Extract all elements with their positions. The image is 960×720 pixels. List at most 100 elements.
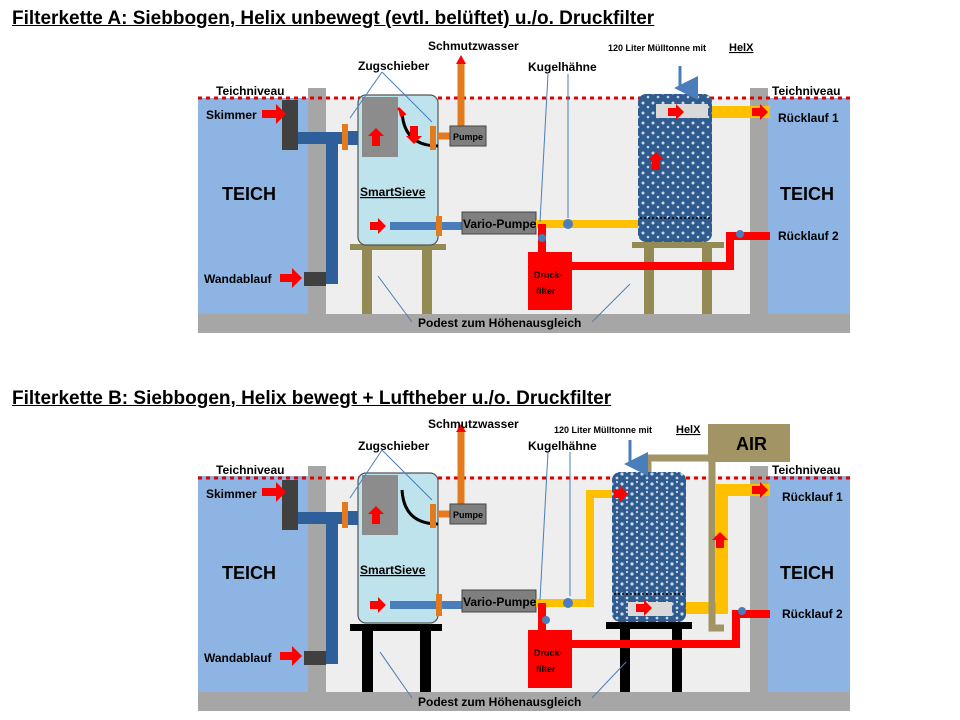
label-druckfilter-a2: filter xyxy=(536,286,556,296)
flow-arrow-ruecklauf-b xyxy=(752,482,768,498)
airlift-pipe-b xyxy=(708,462,724,632)
panel-a: Teichniveau Teichniveau Skimmer TEICH TE… xyxy=(198,39,850,333)
dirty-water-arrow-b xyxy=(456,424,466,432)
label-teich-left-a: TEICH xyxy=(222,184,276,204)
ball-valve-a2 xyxy=(538,234,546,242)
flow-arrow-sieve-out-a xyxy=(370,218,386,234)
label-druckfilter-b1: Druck- xyxy=(534,648,563,658)
stand-leg-b3 xyxy=(620,629,630,692)
flow-arrow-tonne-up-a xyxy=(648,152,664,170)
stand-top-left-a xyxy=(350,244,446,250)
label-zugschieber-b: Zugschieber xyxy=(358,439,430,453)
flow-arrow-wandablauf-b xyxy=(280,646,302,666)
title-filter-chain-a: Filterkette A: Siebbogen, Helix unbewegt… xyxy=(12,8,655,29)
intake-pipe-b xyxy=(298,512,348,664)
pointer-podest-b1 xyxy=(379,651,413,699)
label-wandablauf-b: Wandablauf xyxy=(204,651,273,665)
label-teichniveau-right-a: Teichniveau xyxy=(772,84,840,98)
skimmer-block-b xyxy=(282,480,298,530)
wandablauf-block-b xyxy=(304,651,326,665)
label-ruecklauf2-b: Rücklauf 2 xyxy=(782,607,843,621)
stand-leg-b2 xyxy=(420,631,431,692)
flow-arrow-sieve-down-a xyxy=(406,126,422,144)
flow-arrow-tonne-out-a xyxy=(668,104,684,120)
return-pipe-2-b xyxy=(572,610,770,648)
slide-valve-b xyxy=(342,502,348,528)
return-pipe-2-a xyxy=(572,232,770,270)
label-druckfilter-b2: filter xyxy=(536,664,556,674)
label-podest-b: Podest zum Höhenausgleich xyxy=(418,695,581,709)
label-air-b: AIR xyxy=(736,434,767,454)
label-smartsieve-a: SmartSieve xyxy=(360,185,426,199)
panel-b: Teichniveau Teichniveau Skimmer TEICH TE… xyxy=(198,417,850,711)
wandablauf-block-a xyxy=(304,272,326,286)
ball-valve-b1 xyxy=(563,598,573,608)
slide-valve-a xyxy=(342,124,348,150)
mulltonne-b xyxy=(612,472,686,622)
pointer-zugschieber-a1 xyxy=(349,71,383,119)
stand-leg-b1 xyxy=(362,631,373,692)
slide-valve-a3 xyxy=(436,216,442,236)
pond-wall-left-a xyxy=(308,88,326,314)
label-wandablauf-a: Wandablauf xyxy=(204,272,273,286)
slide-valve-b3 xyxy=(436,594,442,616)
stand-top-right-a xyxy=(632,242,724,248)
label-druckfilter-a1: Druck- xyxy=(534,270,563,280)
flow-arrow-up-b xyxy=(712,532,728,548)
flow-arrow-sieve-up-a xyxy=(368,128,384,146)
stand-leg-a4 xyxy=(702,248,712,314)
stand-top-left-b xyxy=(350,624,442,631)
label-ruecklauf1-b: Rücklauf 1 xyxy=(782,490,843,504)
flow-arrow-skimmer-a xyxy=(262,104,286,124)
return-pipe-1-b xyxy=(672,484,770,614)
title-filter-chain-b: Filterkette B: Siebbogen, Helix bewegt +… xyxy=(12,388,612,409)
label-ruecklauf1-a: Rücklauf 1 xyxy=(778,111,839,125)
label-teich-left-b: TEICH xyxy=(222,563,276,583)
label-smartsieve-b: SmartSieve xyxy=(360,563,426,577)
flow-arrow-skimmer-b xyxy=(262,482,286,502)
intake-pipe-a xyxy=(298,132,348,284)
pointer-podest-a1 xyxy=(377,275,413,323)
pump-box-a xyxy=(449,125,487,147)
pointer-zugschieber-b2 xyxy=(381,449,433,501)
label-tonne-a: 120 Liter Mülltonne mit xyxy=(608,43,706,53)
label-teich-right-b: TEICH xyxy=(780,563,834,583)
label-teich-right-a: TEICH xyxy=(780,184,834,204)
mulltonne-a xyxy=(638,94,712,242)
pressure-filter-b xyxy=(528,630,572,688)
stand-leg-a2 xyxy=(422,250,432,314)
floor-b xyxy=(198,692,850,711)
label-helx-b: HelX xyxy=(676,424,701,436)
pond-wall-right-b xyxy=(750,466,768,692)
sieve-screen-b xyxy=(362,475,398,535)
label-teichniveau-left-a: Teichniveau xyxy=(216,84,284,98)
label-tonne-b: 120 Liter Mülltonne mit xyxy=(554,425,652,435)
label-skimmer-b: Skimmer xyxy=(206,487,257,501)
label-kugelhaehne-a: Kugelhähne xyxy=(528,60,597,74)
label-ruecklauf2-a: Rücklauf 2 xyxy=(778,229,839,243)
flow-arrow-ruecklauf-a xyxy=(752,104,768,120)
pointer-kugelhahn-b1 xyxy=(539,451,549,601)
pointer-zugschieber-a2 xyxy=(381,71,433,123)
flow-arrow-wandablauf-a xyxy=(280,268,302,288)
label-helx-a: HelX xyxy=(729,42,754,54)
pressure-filter-a xyxy=(528,252,572,310)
floor-a xyxy=(198,314,850,333)
label-pumpe-a: Pumpe xyxy=(453,132,483,142)
label-skimmer-a: Skimmer xyxy=(206,108,257,122)
label-teichniveau-left-b: Teichniveau xyxy=(216,463,284,477)
pond-right-a xyxy=(768,98,850,314)
ball-valve-a3 xyxy=(736,230,744,238)
flow-arrow-tonne-in-b xyxy=(614,486,628,502)
pointer-podest-b2 xyxy=(591,661,627,699)
dirty-water-arrow-a xyxy=(456,55,466,64)
pointer-kugelhahn-a1 xyxy=(539,73,549,223)
skimmer-block-a xyxy=(282,100,298,150)
pointer-zugschieber-b1 xyxy=(349,449,383,499)
label-teichniveau-right-b: Teichniveau xyxy=(772,463,840,477)
ball-valve-b2 xyxy=(542,616,550,624)
label-schmutzwasser-b: Schmutzwasser xyxy=(428,417,519,431)
label-kugelhaehne-b: Kugelhähne xyxy=(528,439,597,453)
label-pumpe-b: Pumpe xyxy=(453,510,483,520)
